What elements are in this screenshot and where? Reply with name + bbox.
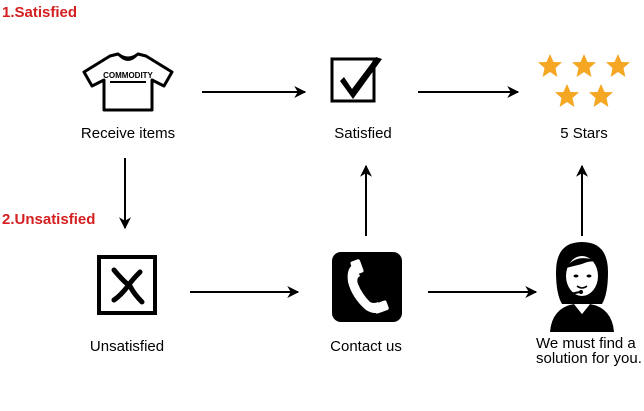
star-icon [606,54,630,77]
checkbox-cross-icon [97,255,157,315]
node-label-receive-items: Receive items [80,125,176,142]
checkbox-check-icon [330,57,382,103]
star-icon [572,54,596,77]
node-label-satisfied: Satisfied [334,125,392,142]
tshirt-print-text: COMMODITY [103,71,153,80]
five-stars-icon [538,54,630,107]
star-icon [589,84,613,107]
section-title-unsatisfied: 2.Unsatisfied [2,211,96,228]
node-label-solution: We must find a solution for you. [536,335,642,367]
star-icon [555,84,579,107]
section-title-satisfied: 1.Satisfied [2,4,78,21]
tshirt-icon: COMMODITY [82,52,174,112]
node-label-5-stars: 5 Stars [560,125,608,142]
node-label-contact-us: Contact us [330,338,402,355]
telephone-icon [332,252,402,322]
support-agent-icon [550,242,614,332]
star-icon [538,54,562,77]
node-label-unsatisfied: Unsatisfied [89,338,165,355]
